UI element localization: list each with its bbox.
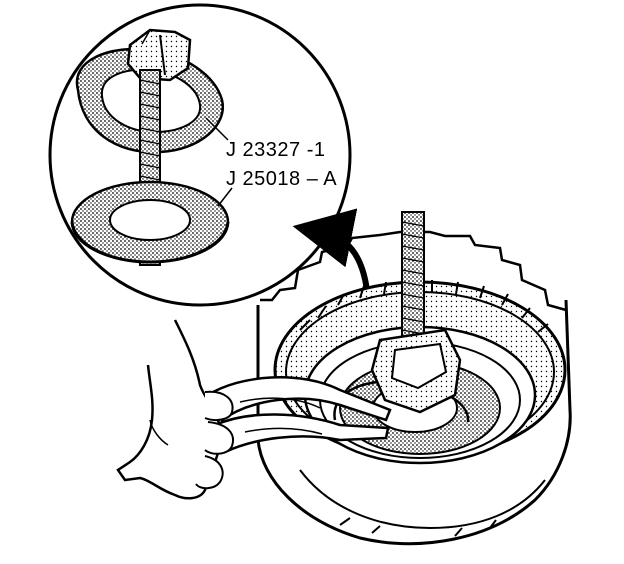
hand-with-pliers [116, 319, 392, 500]
callout-label-j23327-1: J 23327 -1 [226, 139, 326, 161]
callout-label-j25018-a: J 25018 – A [226, 168, 338, 190]
detail-inset [48, 3, 352, 307]
adapter-plate-lower [70, 180, 230, 264]
leader-line-tool-1 [205, 117, 229, 141]
threaded-rod-main [370, 211, 462, 414]
leader-line-tool-2 [217, 187, 233, 207]
